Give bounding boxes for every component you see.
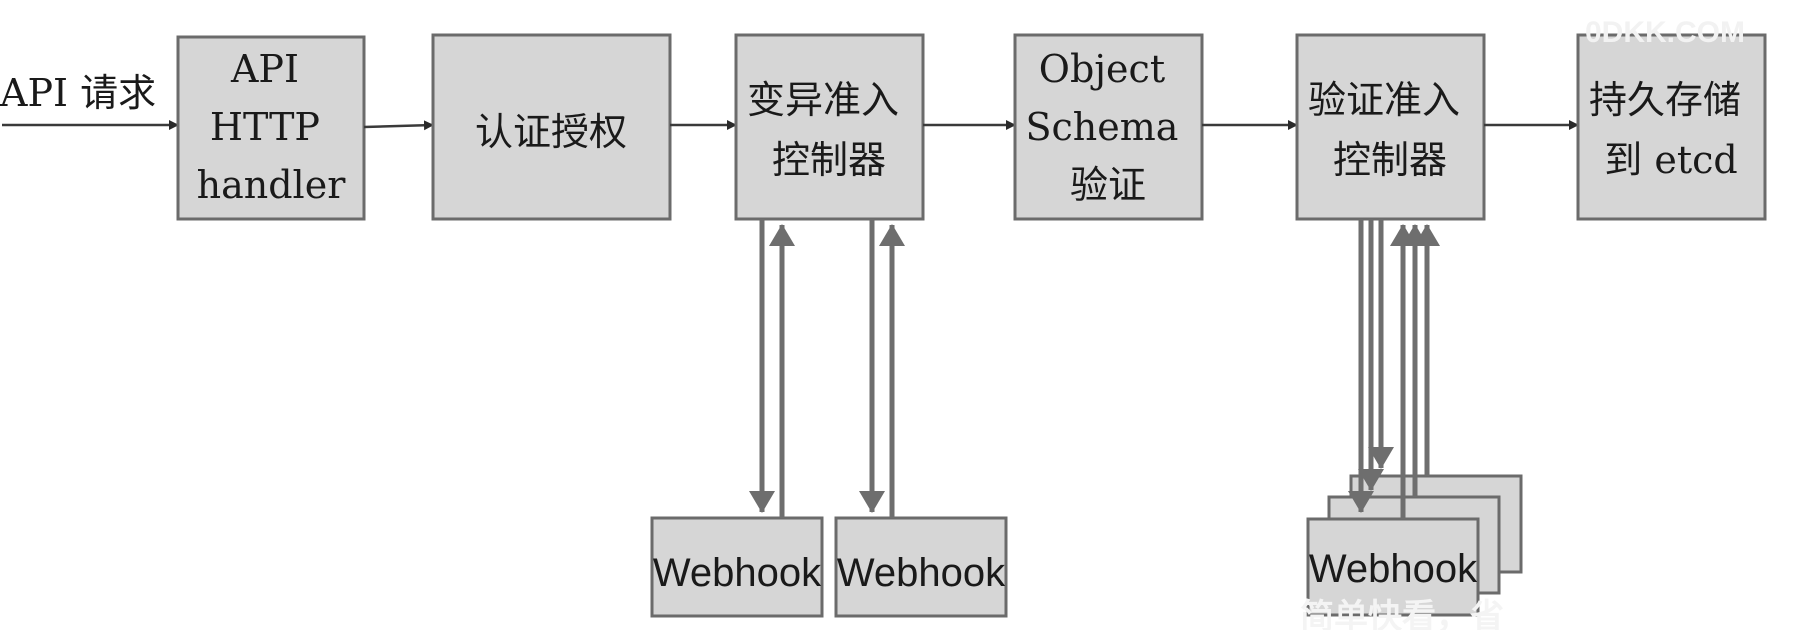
arrow-handler-to-auth (363, 120, 434, 131)
persist-line-1: 持久存储 (1589, 78, 1741, 122)
svg-text:持久存储 到 etcd: 持久存储 到 etcd (1589, 78, 1753, 182)
authn-authz-box: 认证授权 (431, 33, 672, 221)
svg-text:API HTTP handler: API HTTP handler (197, 47, 347, 207)
authn-authz-label: 认证授权 (475, 110, 627, 154)
schema-line-3: 验证 (1070, 163, 1146, 207)
mutating-webhook-1-label: Webhook (653, 551, 822, 595)
api-request-label: API 请求 (0, 71, 156, 115)
api-handler-line-1: API (230, 47, 299, 91)
svg-text:认证授权: 认证授权 (475, 110, 627, 154)
mutating-webhook-2: Webhook (834, 516, 1008, 618)
validating-webhook-label: Webhook (1309, 547, 1478, 591)
svg-text:Object Schema 验证: Object Schema 验证 (1025, 47, 1190, 207)
api-handler-line-3: handler (197, 163, 347, 207)
watermark-bottom: 简单快看，省 (1300, 598, 1504, 630)
svg-text:验证准入 控制器: 验证准入 控制器 (1308, 78, 1472, 182)
mutating-admission-box: 变异准入 控制器 (734, 33, 925, 221)
svg-text:变异准入 控制器: 变异准入 控制器 (747, 78, 911, 182)
persist-line-2: 到 etcd (1604, 138, 1737, 182)
validating-admission-box: 验证准入 控制器 (1295, 33, 1486, 221)
validating-line-2: 控制器 (1333, 138, 1447, 182)
persist-etcd-box: 持久存储 到 etcd (1576, 33, 1767, 221)
schema-line-1: Object (1039, 47, 1165, 91)
watermark-top: 0DKK.COM (1585, 16, 1745, 49)
api-http-handler-box: API HTTP handler (176, 35, 366, 221)
mutating-webhook-2-label: Webhook (837, 551, 1006, 595)
validating-line-1: 验证准入 (1308, 78, 1460, 122)
api-handler-line-2: HTTP (210, 105, 320, 149)
validating-webhook-stack: Webhook (1306, 474, 1523, 617)
mutating-webhook-1: Webhook (650, 516, 824, 618)
mutating-line-1: 变异准入 (747, 78, 899, 122)
mutating-line-2: 控制器 (772, 138, 886, 182)
schema-validation-box: Object Schema 验证 (1013, 33, 1204, 221)
schema-line-2: Schema (1025, 105, 1178, 149)
